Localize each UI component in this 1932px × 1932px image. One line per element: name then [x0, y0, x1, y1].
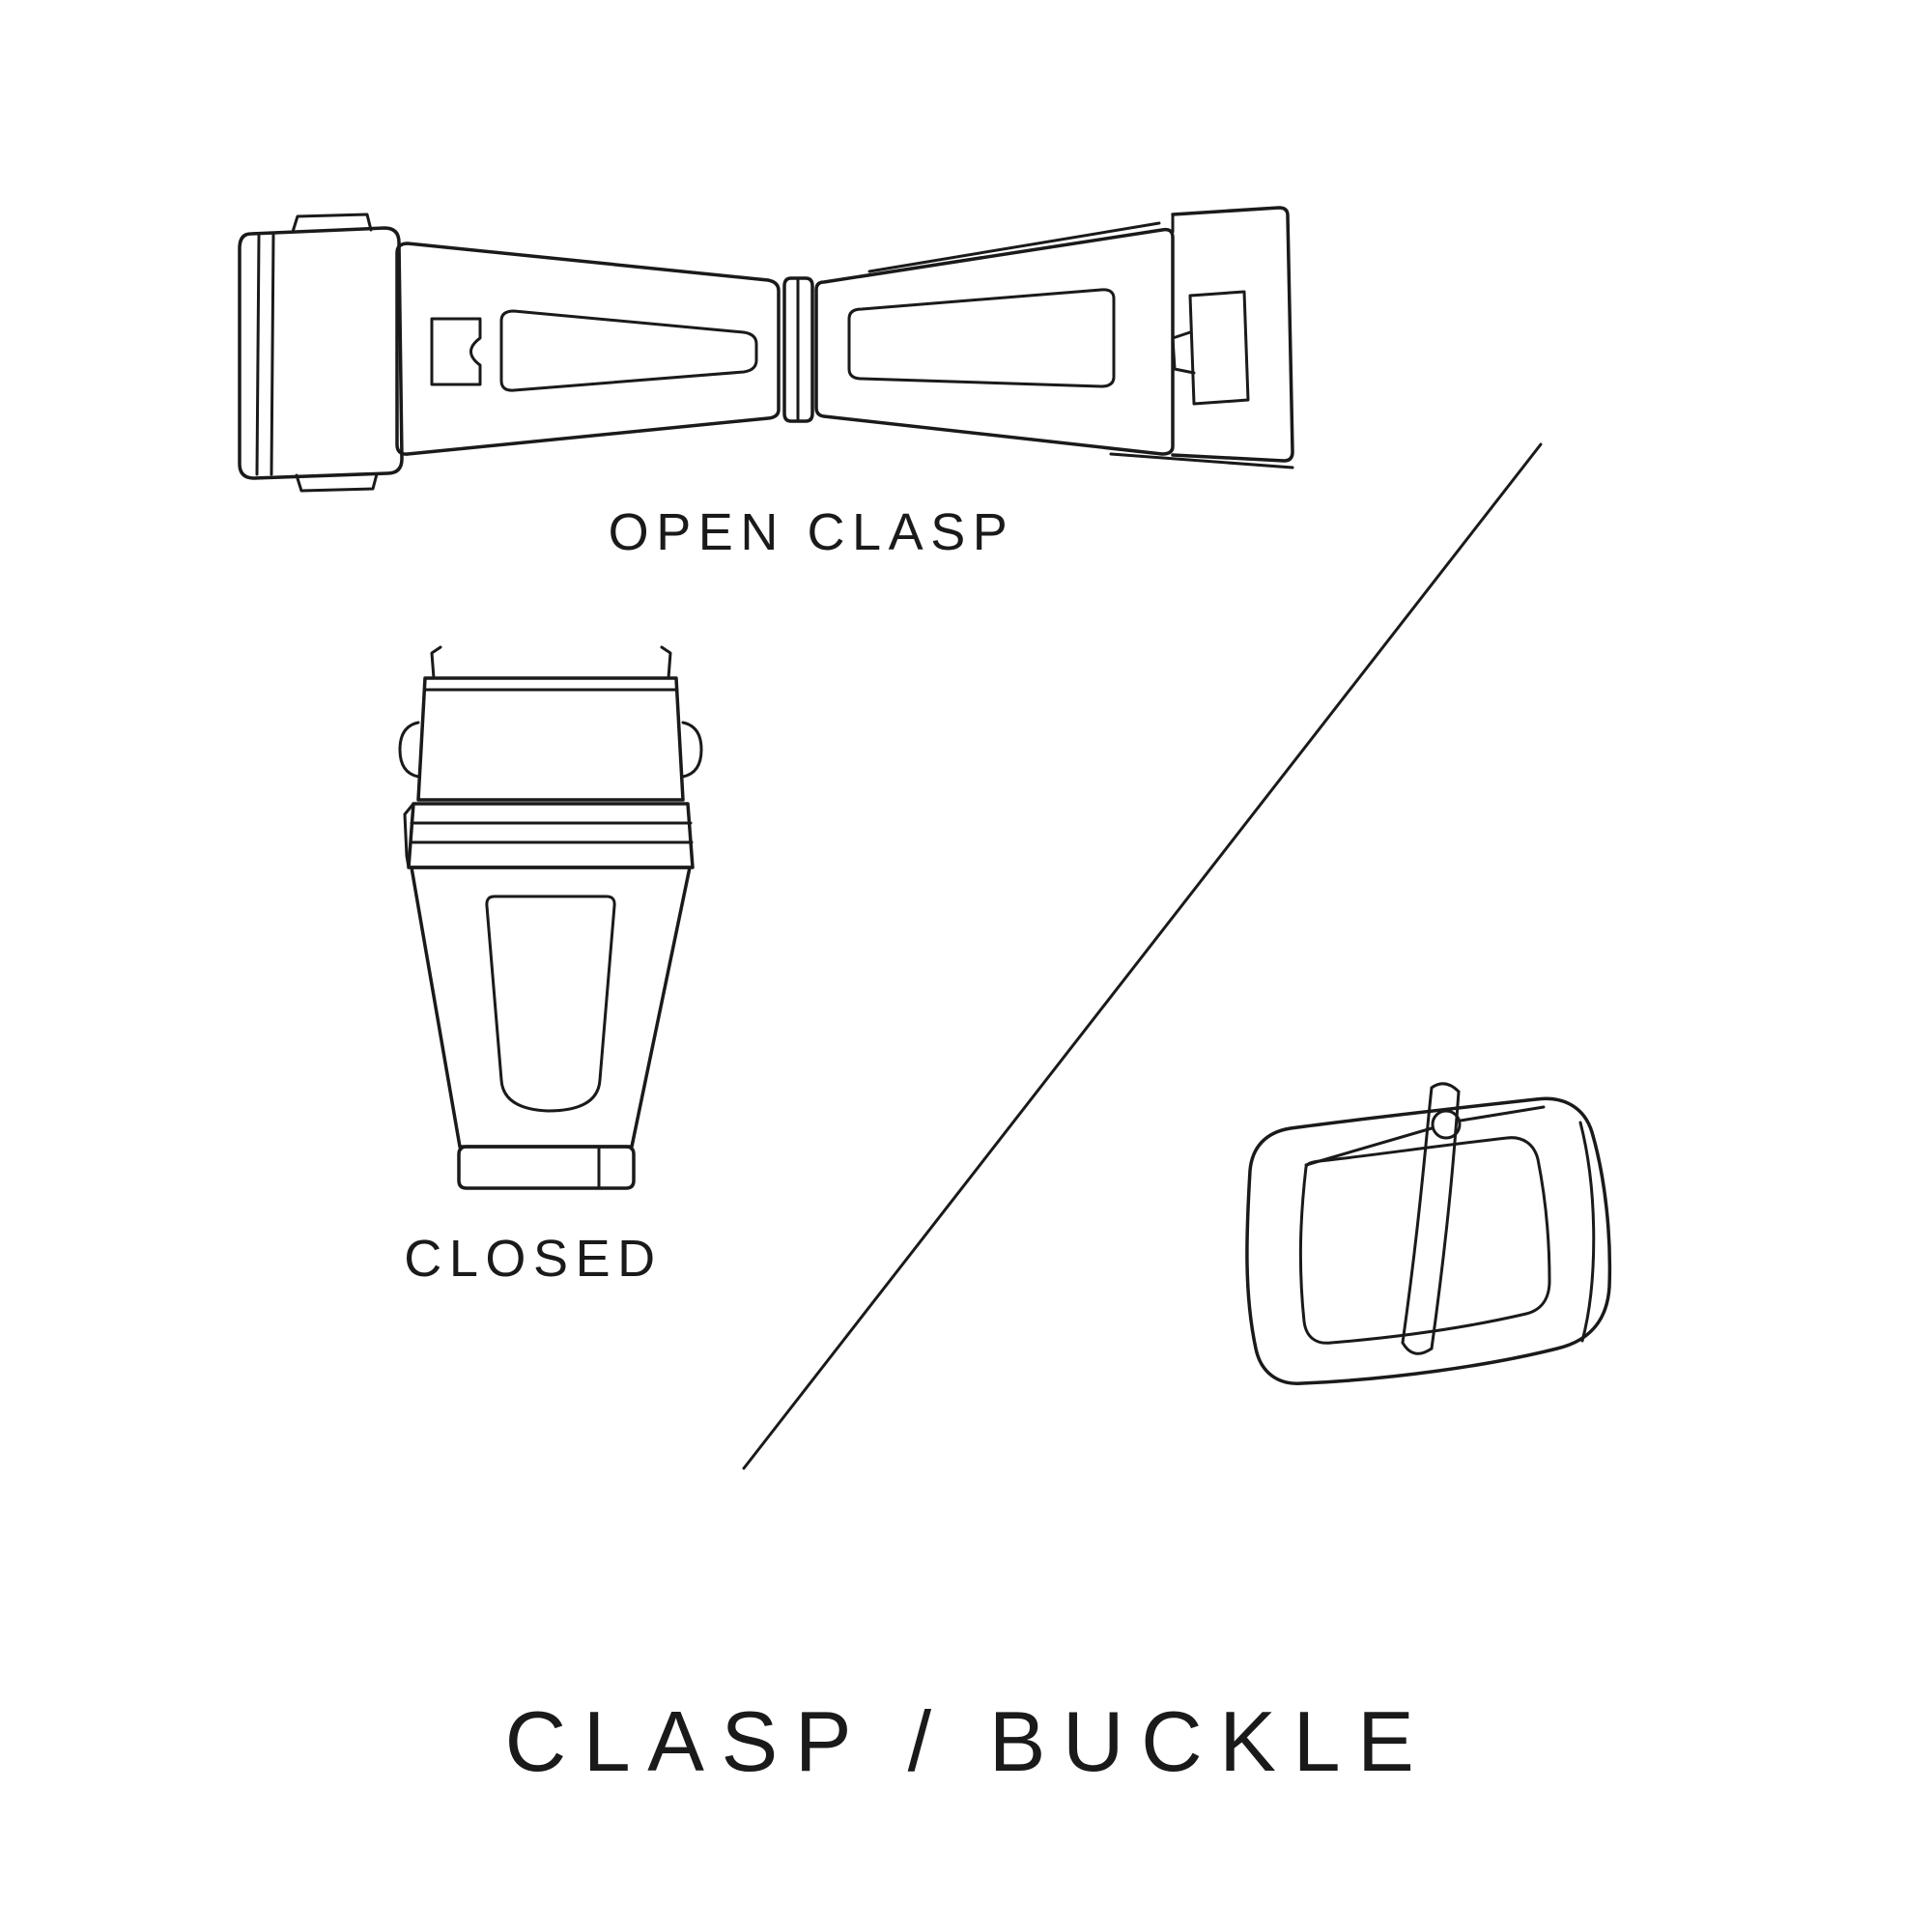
divider-line	[742, 442, 1543, 1470]
pin-buckle-illustration	[1245, 1082, 1612, 1385]
closed-clasp-label: CLOSED	[404, 1230, 663, 1288]
open-clasp-label: OPEN CLASP	[608, 503, 1015, 561]
open-clasp-illustration	[238, 206, 1294, 493]
closed-clasp-illustration	[398, 645, 703, 1190]
page-title: CLASP / BUCKLE	[504, 1693, 1432, 1789]
